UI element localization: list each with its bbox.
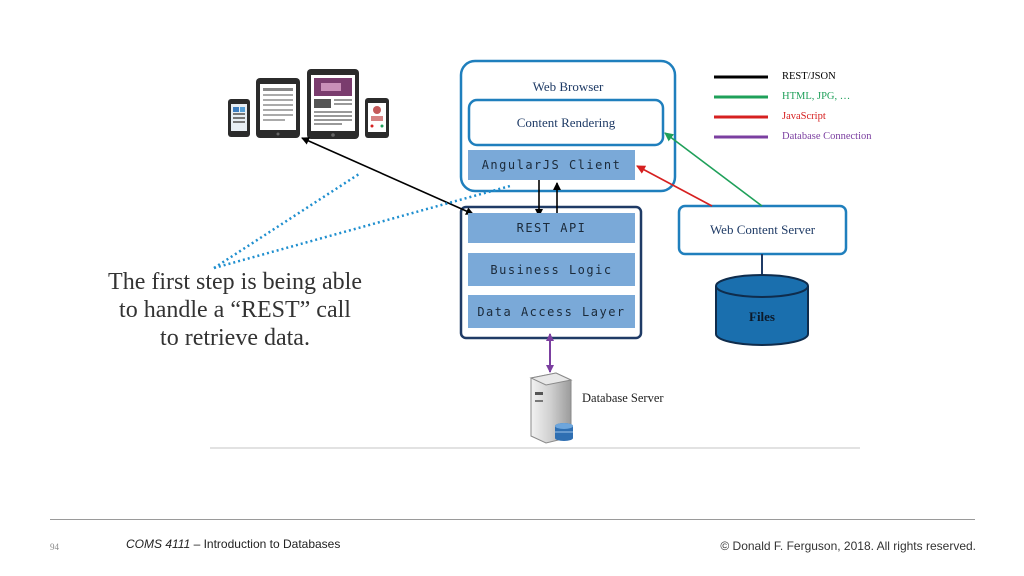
slide-caption: The first step is being able to handle a… [70,268,400,352]
rest-api-box: REST API [468,213,635,243]
business-logic-box: Business Logic [468,253,635,286]
legend-item-javascript: JavaScript [782,111,826,122]
course-code: COMS 4111 [126,537,191,551]
page-number: 94 [50,542,59,552]
ebook-reader-icon [256,78,300,138]
angularjs-client-box: AngularJS Client [468,150,635,180]
content-rendering-box [467,98,665,147]
course-title: COMS 4111 – Introduction to Databases [126,537,340,551]
files-label: Files [749,309,775,324]
tablet-media-icon [307,69,359,139]
callout-line-upper [213,172,360,270]
smartphone-icon [228,99,250,137]
web-content-server-label: Web Content Server [709,222,816,237]
html-arrow [664,132,763,207]
callout-line-lower [213,184,511,270]
database-cylinder-icon [715,274,809,346]
legend-item-rest-json: REST/JSON [782,71,836,82]
caption-line-3: to retrieve data. [160,325,310,351]
legend-item-database-connection: Database Connection [782,131,872,142]
data-access-layer-box: Data Access Layer [468,295,635,328]
database-server-label: Database Server [582,391,664,405]
caption-line-1: The first step is being able [108,269,362,295]
web-browser-label: Web Browser [532,79,604,94]
javascript-arrow [636,165,713,207]
caption-line-2: to handle a “REST” call [119,297,351,323]
legend-item-html: HTML, JPG, … [782,91,851,102]
rest-json-arrow [301,137,474,215]
content-rendering-label: Content Rendering [516,115,616,130]
tablet-icon [365,98,389,138]
footer-divider [50,519,975,520]
course-name: – Introduction to Databases [190,537,341,551]
copyright-notice: © Donald F. Ferguson, 2018. All rights r… [720,539,976,553]
server-icon [529,372,573,444]
